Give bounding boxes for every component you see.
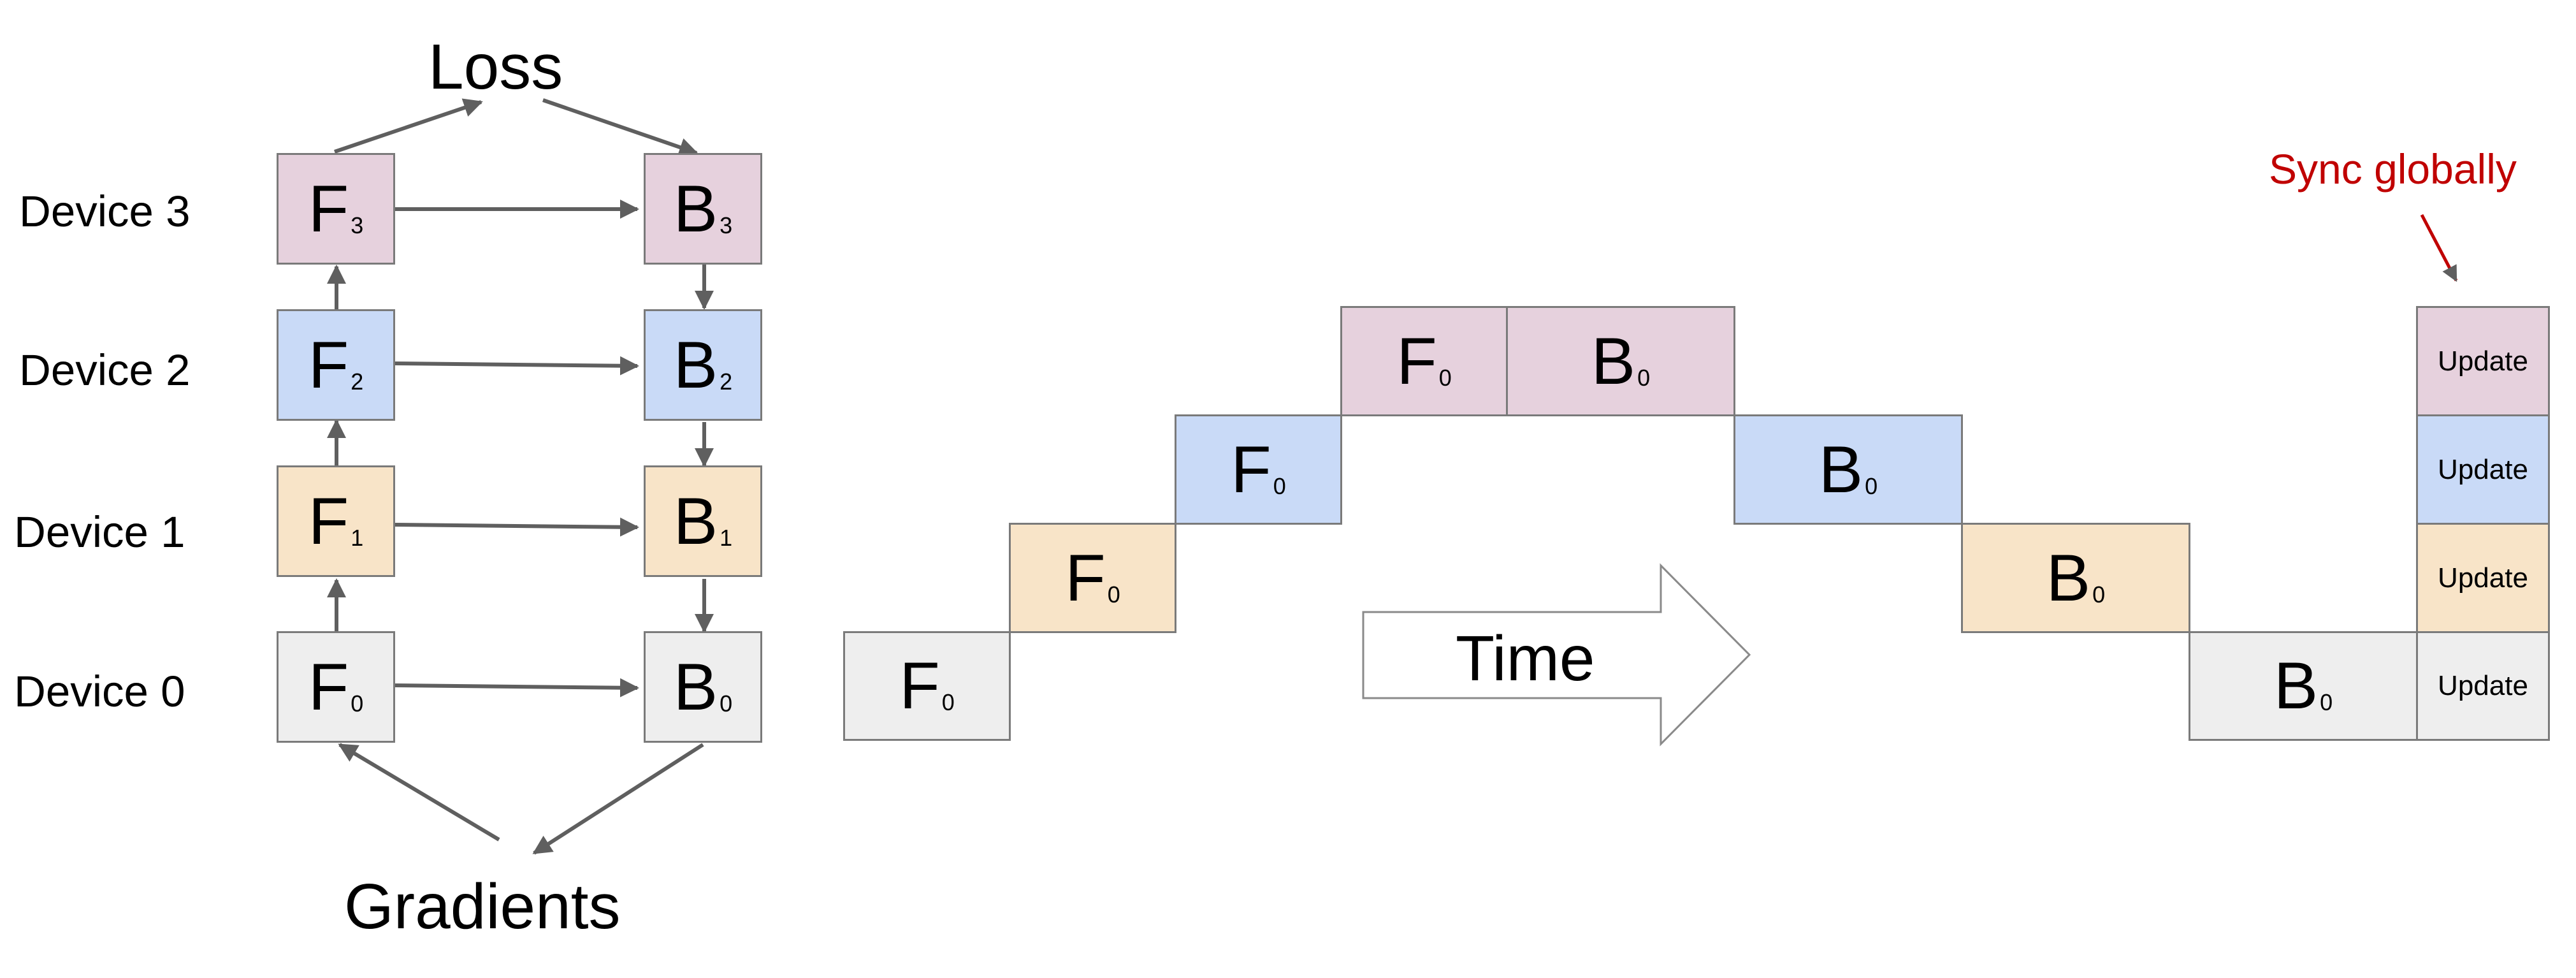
update-label: Update bbox=[2438, 562, 2528, 594]
op-label: B bbox=[2046, 541, 2091, 615]
op-index: 0 bbox=[1107, 581, 1120, 608]
op-label: B bbox=[1591, 324, 1636, 398]
time-label: Time bbox=[1456, 623, 1595, 694]
op-index: 0 bbox=[2092, 581, 2106, 608]
op-index: 0 bbox=[1637, 364, 1651, 391]
op-label: F bbox=[1231, 432, 1271, 507]
op-index: 0 bbox=[720, 690, 733, 717]
op-index: 3 bbox=[720, 212, 733, 238]
op-index: 0 bbox=[1273, 472, 1286, 499]
op-label: F bbox=[308, 484, 349, 558]
arrow-f1-to-b1 bbox=[394, 517, 639, 537]
time-arrow bbox=[1362, 563, 1751, 747]
update-box-device-1: Update bbox=[2416, 523, 2550, 633]
device-label-1: Device 1 bbox=[14, 507, 185, 557]
op-label: B bbox=[2273, 649, 2319, 723]
arrow-b0-to-gradients bbox=[532, 743, 704, 855]
op-label: F bbox=[308, 172, 349, 246]
op-label: B bbox=[673, 650, 718, 724]
op-index: 2 bbox=[720, 368, 733, 395]
sync-arrow bbox=[2420, 214, 2458, 282]
op-index: 0 bbox=[941, 689, 955, 715]
update-box-device-0: Update bbox=[2416, 631, 2550, 741]
op-label: B bbox=[673, 484, 718, 558]
op-label: F bbox=[308, 328, 349, 402]
op-index: 0 bbox=[2320, 689, 2333, 715]
gradients-label: Gradients bbox=[344, 871, 621, 942]
arrow-f0-to-b0 bbox=[394, 678, 639, 697]
op-label: B bbox=[1818, 432, 1863, 507]
op-index: 1 bbox=[351, 524, 364, 551]
op-label: F bbox=[899, 649, 940, 723]
op-index: 2 bbox=[351, 368, 364, 395]
sync-globally-label: Sync globally bbox=[2269, 145, 2517, 193]
arrow-loss-to-b3 bbox=[542, 98, 698, 157]
op-label: F bbox=[308, 650, 349, 724]
arrow-f2-to-b2 bbox=[394, 356, 639, 376]
device-label-0: Device 0 bbox=[14, 667, 185, 716]
update-box-device-2: Update bbox=[2416, 414, 2550, 525]
update-label: Update bbox=[2438, 453, 2528, 485]
op-index: 0 bbox=[1865, 472, 1878, 499]
op-index: 0 bbox=[1438, 364, 1452, 391]
arrow-f3-to-loss bbox=[334, 98, 483, 154]
arrow-gradients-to-f0 bbox=[338, 743, 500, 842]
op-label: F bbox=[1396, 324, 1437, 398]
update-label: Update bbox=[2438, 345, 2528, 377]
device-label-2: Device 2 bbox=[19, 346, 191, 395]
op-label: F bbox=[1065, 541, 1106, 615]
device-label-3: Device 3 bbox=[19, 187, 191, 236]
update-box-device-3: Update bbox=[2416, 306, 2550, 416]
update-label: Update bbox=[2438, 670, 2528, 701]
loss-label: Loss bbox=[428, 31, 563, 103]
op-index: 0 bbox=[351, 690, 364, 717]
op-index: 3 bbox=[351, 212, 364, 238]
op-label: B bbox=[673, 328, 718, 402]
op-label: B bbox=[673, 172, 718, 246]
op-index: 1 bbox=[720, 524, 733, 551]
